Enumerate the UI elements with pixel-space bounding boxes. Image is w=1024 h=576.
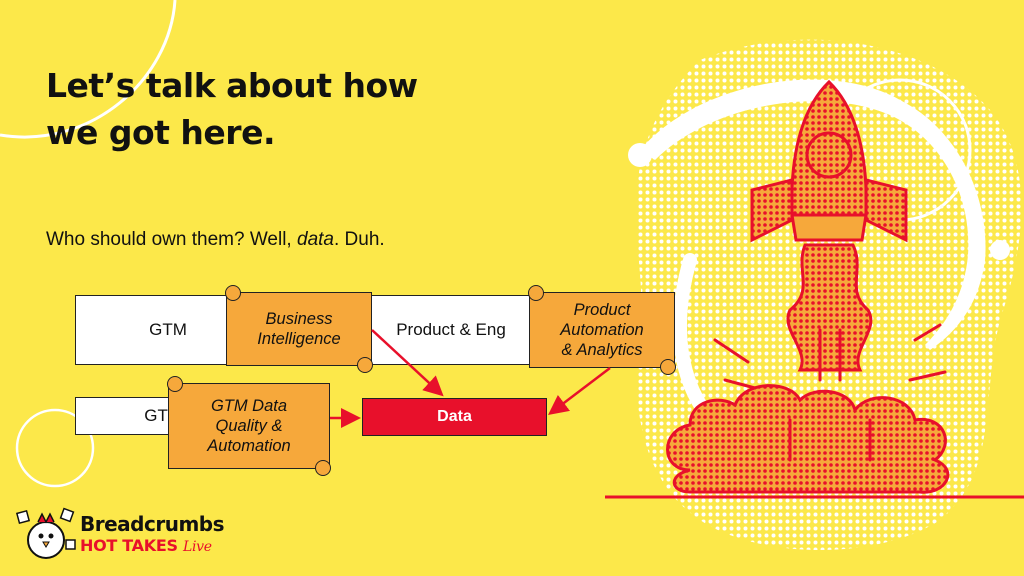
brand-tagline-text: HOT TAKES — [80, 536, 178, 555]
row1-middle-label-box: Product & Eng — [376, 295, 526, 365]
row1-left-label-box: GTM — [75, 295, 221, 365]
scroll-business-intelligence: Business Intelligence — [225, 285, 373, 373]
chick-mascot-logo — [15, 507, 76, 559]
brand-name: Breadcrumbs — [80, 512, 225, 536]
slide-subtitle: Who should own them? Well, data. Duh. — [46, 229, 385, 251]
row1-middle-label: Product & Eng — [396, 320, 506, 339]
subtitle-pre: Who should own them? Well, — [46, 229, 297, 250]
row1-left-label: GTM — [149, 320, 187, 339]
data-label: Data — [437, 408, 472, 425]
arrow-bi-to-data — [371, 329, 444, 397]
scroll-gtm-data-quality: GTM Data Quality & Automation — [167, 376, 331, 476]
title-line-2: we got here. — [46, 113, 275, 152]
scroll-product-automation: Product Automation & Analytics — [528, 285, 676, 375]
brand-tagline: HOT TAKES Live — [80, 536, 212, 555]
title-line-1: Let’s talk about how — [46, 66, 418, 105]
scroll-product-text: Product Automation & Analytics — [560, 301, 644, 359]
brand-tagline-live: Live — [182, 539, 212, 555]
subtitle-post: . Duh. — [333, 229, 385, 250]
scroll-gtm-text: GTM Data Quality & Automation — [207, 397, 291, 455]
arrow-product-to-data — [548, 367, 611, 416]
subtitle-emphasis: data — [297, 229, 334, 250]
scroll-bi-text: Business Intelligence — [257, 310, 341, 348]
data-box: Data — [362, 398, 547, 436]
slide-title: Let’s talk about how we got here. — [46, 62, 418, 156]
rocket-illustration — [605, 79, 1024, 499]
